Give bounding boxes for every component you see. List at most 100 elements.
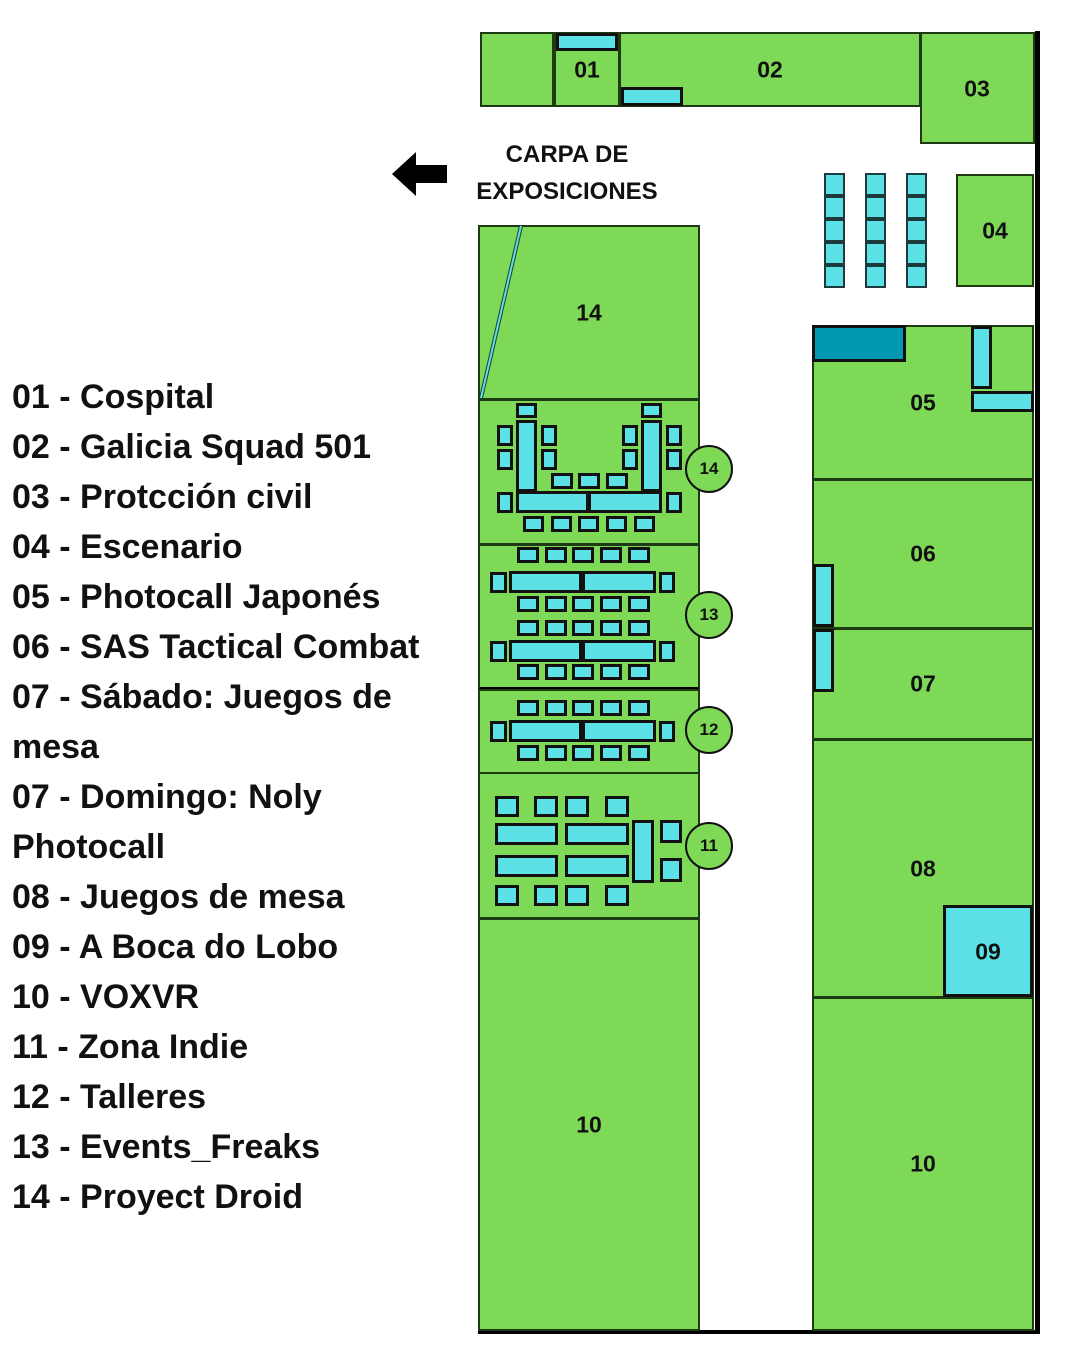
photocall-panel — [971, 326, 992, 389]
table — [606, 473, 628, 489]
tent-title-line: EXPOSICIONES — [476, 178, 658, 205]
table — [659, 641, 675, 662]
table — [659, 721, 675, 742]
chair — [824, 173, 845, 196]
table — [517, 700, 539, 716]
table — [550, 516, 572, 532]
zone-label-07: 07 — [910, 670, 936, 697]
table — [490, 721, 507, 742]
zone-label-06: 06 — [910, 540, 936, 567]
table — [516, 403, 537, 418]
zone-09[interactable] — [943, 905, 1033, 997]
table — [666, 492, 682, 513]
table — [516, 420, 537, 492]
table — [622, 425, 638, 446]
tent-title: CARPA DE EXPOSICIONES — [467, 136, 667, 210]
table — [497, 449, 513, 470]
table — [641, 420, 662, 492]
zone-label-09: 09 — [975, 938, 1001, 965]
zone-unlabeled — [480, 32, 554, 107]
table — [556, 33, 618, 51]
zone-label-03: 03 — [964, 75, 990, 102]
zone-03[interactable] — [920, 32, 1035, 144]
table — [605, 885, 629, 906]
chair — [824, 242, 845, 265]
chair — [824, 265, 845, 288]
zone-06[interactable] — [812, 479, 1034, 629]
table — [495, 823, 558, 845]
wall-right — [1035, 31, 1040, 1334]
table — [660, 820, 682, 843]
table — [517, 620, 539, 636]
table — [588, 491, 662, 513]
table — [495, 885, 519, 906]
legend-item: 07 - Domingo: Noly Photocall — [12, 778, 322, 866]
legend-item: 03 - Protcción civil — [12, 478, 313, 516]
table — [572, 620, 595, 636]
table — [565, 823, 629, 845]
chair — [906, 196, 927, 219]
zone-label-10: 10 — [576, 1111, 602, 1138]
table — [600, 664, 623, 680]
table — [659, 572, 675, 593]
table — [660, 858, 682, 882]
table — [551, 473, 573, 489]
table — [495, 796, 519, 817]
table — [572, 745, 595, 761]
table — [544, 547, 567, 563]
marker-11[interactable]: 11 — [685, 822, 733, 870]
legend-item: 01 - Cospital — [12, 378, 215, 416]
table — [509, 720, 582, 742]
table — [621, 87, 683, 106]
table — [565, 855, 629, 877]
table — [572, 664, 595, 680]
zone-07[interactable] — [812, 628, 1034, 740]
cyan-divider-line — [479, 225, 523, 399]
table — [600, 745, 623, 761]
table — [606, 516, 628, 532]
table — [534, 885, 558, 906]
zone-04[interactable] — [956, 174, 1034, 287]
table — [600, 620, 623, 636]
table — [632, 820, 654, 883]
table — [627, 664, 650, 680]
marker-12[interactable]: 12 — [685, 706, 733, 754]
table — [666, 425, 682, 446]
table — [497, 425, 513, 446]
chair — [906, 219, 927, 242]
table — [641, 403, 662, 418]
table — [582, 640, 656, 662]
zone-10-right[interactable] — [812, 997, 1034, 1331]
chair — [824, 196, 845, 219]
marker-14[interactable]: 14 — [685, 445, 733, 493]
chair — [865, 219, 886, 242]
table — [600, 596, 623, 612]
table — [523, 516, 544, 532]
table — [578, 473, 600, 489]
table — [582, 571, 656, 593]
tent-title-line: CARPA DE — [505, 141, 629, 168]
table — [516, 491, 589, 513]
table — [565, 796, 589, 817]
table — [517, 664, 539, 680]
table — [666, 449, 682, 470]
table — [534, 796, 558, 817]
table — [633, 516, 655, 532]
chair — [865, 196, 886, 219]
table — [541, 449, 557, 470]
zone-10-left[interactable] — [478, 918, 700, 1331]
table — [572, 596, 595, 612]
table — [600, 547, 623, 563]
legend-item: 05 - Photocall Japonés — [12, 578, 381, 616]
marker-13[interactable]: 13 — [685, 591, 733, 639]
table — [582, 720, 656, 742]
arrow-left-icon — [392, 152, 447, 196]
legend-item: 07 - Sábado: Juegos de mesa — [12, 678, 392, 766]
zone-label-05: 05 — [910, 389, 936, 416]
legend-item: 13 - Events_Freaks — [12, 1128, 321, 1166]
zone-label-01: 01 — [574, 56, 600, 83]
legend-item: 11 - Zona Indie — [12, 1028, 249, 1066]
table — [813, 564, 834, 627]
chair — [865, 265, 886, 288]
table — [517, 596, 539, 612]
